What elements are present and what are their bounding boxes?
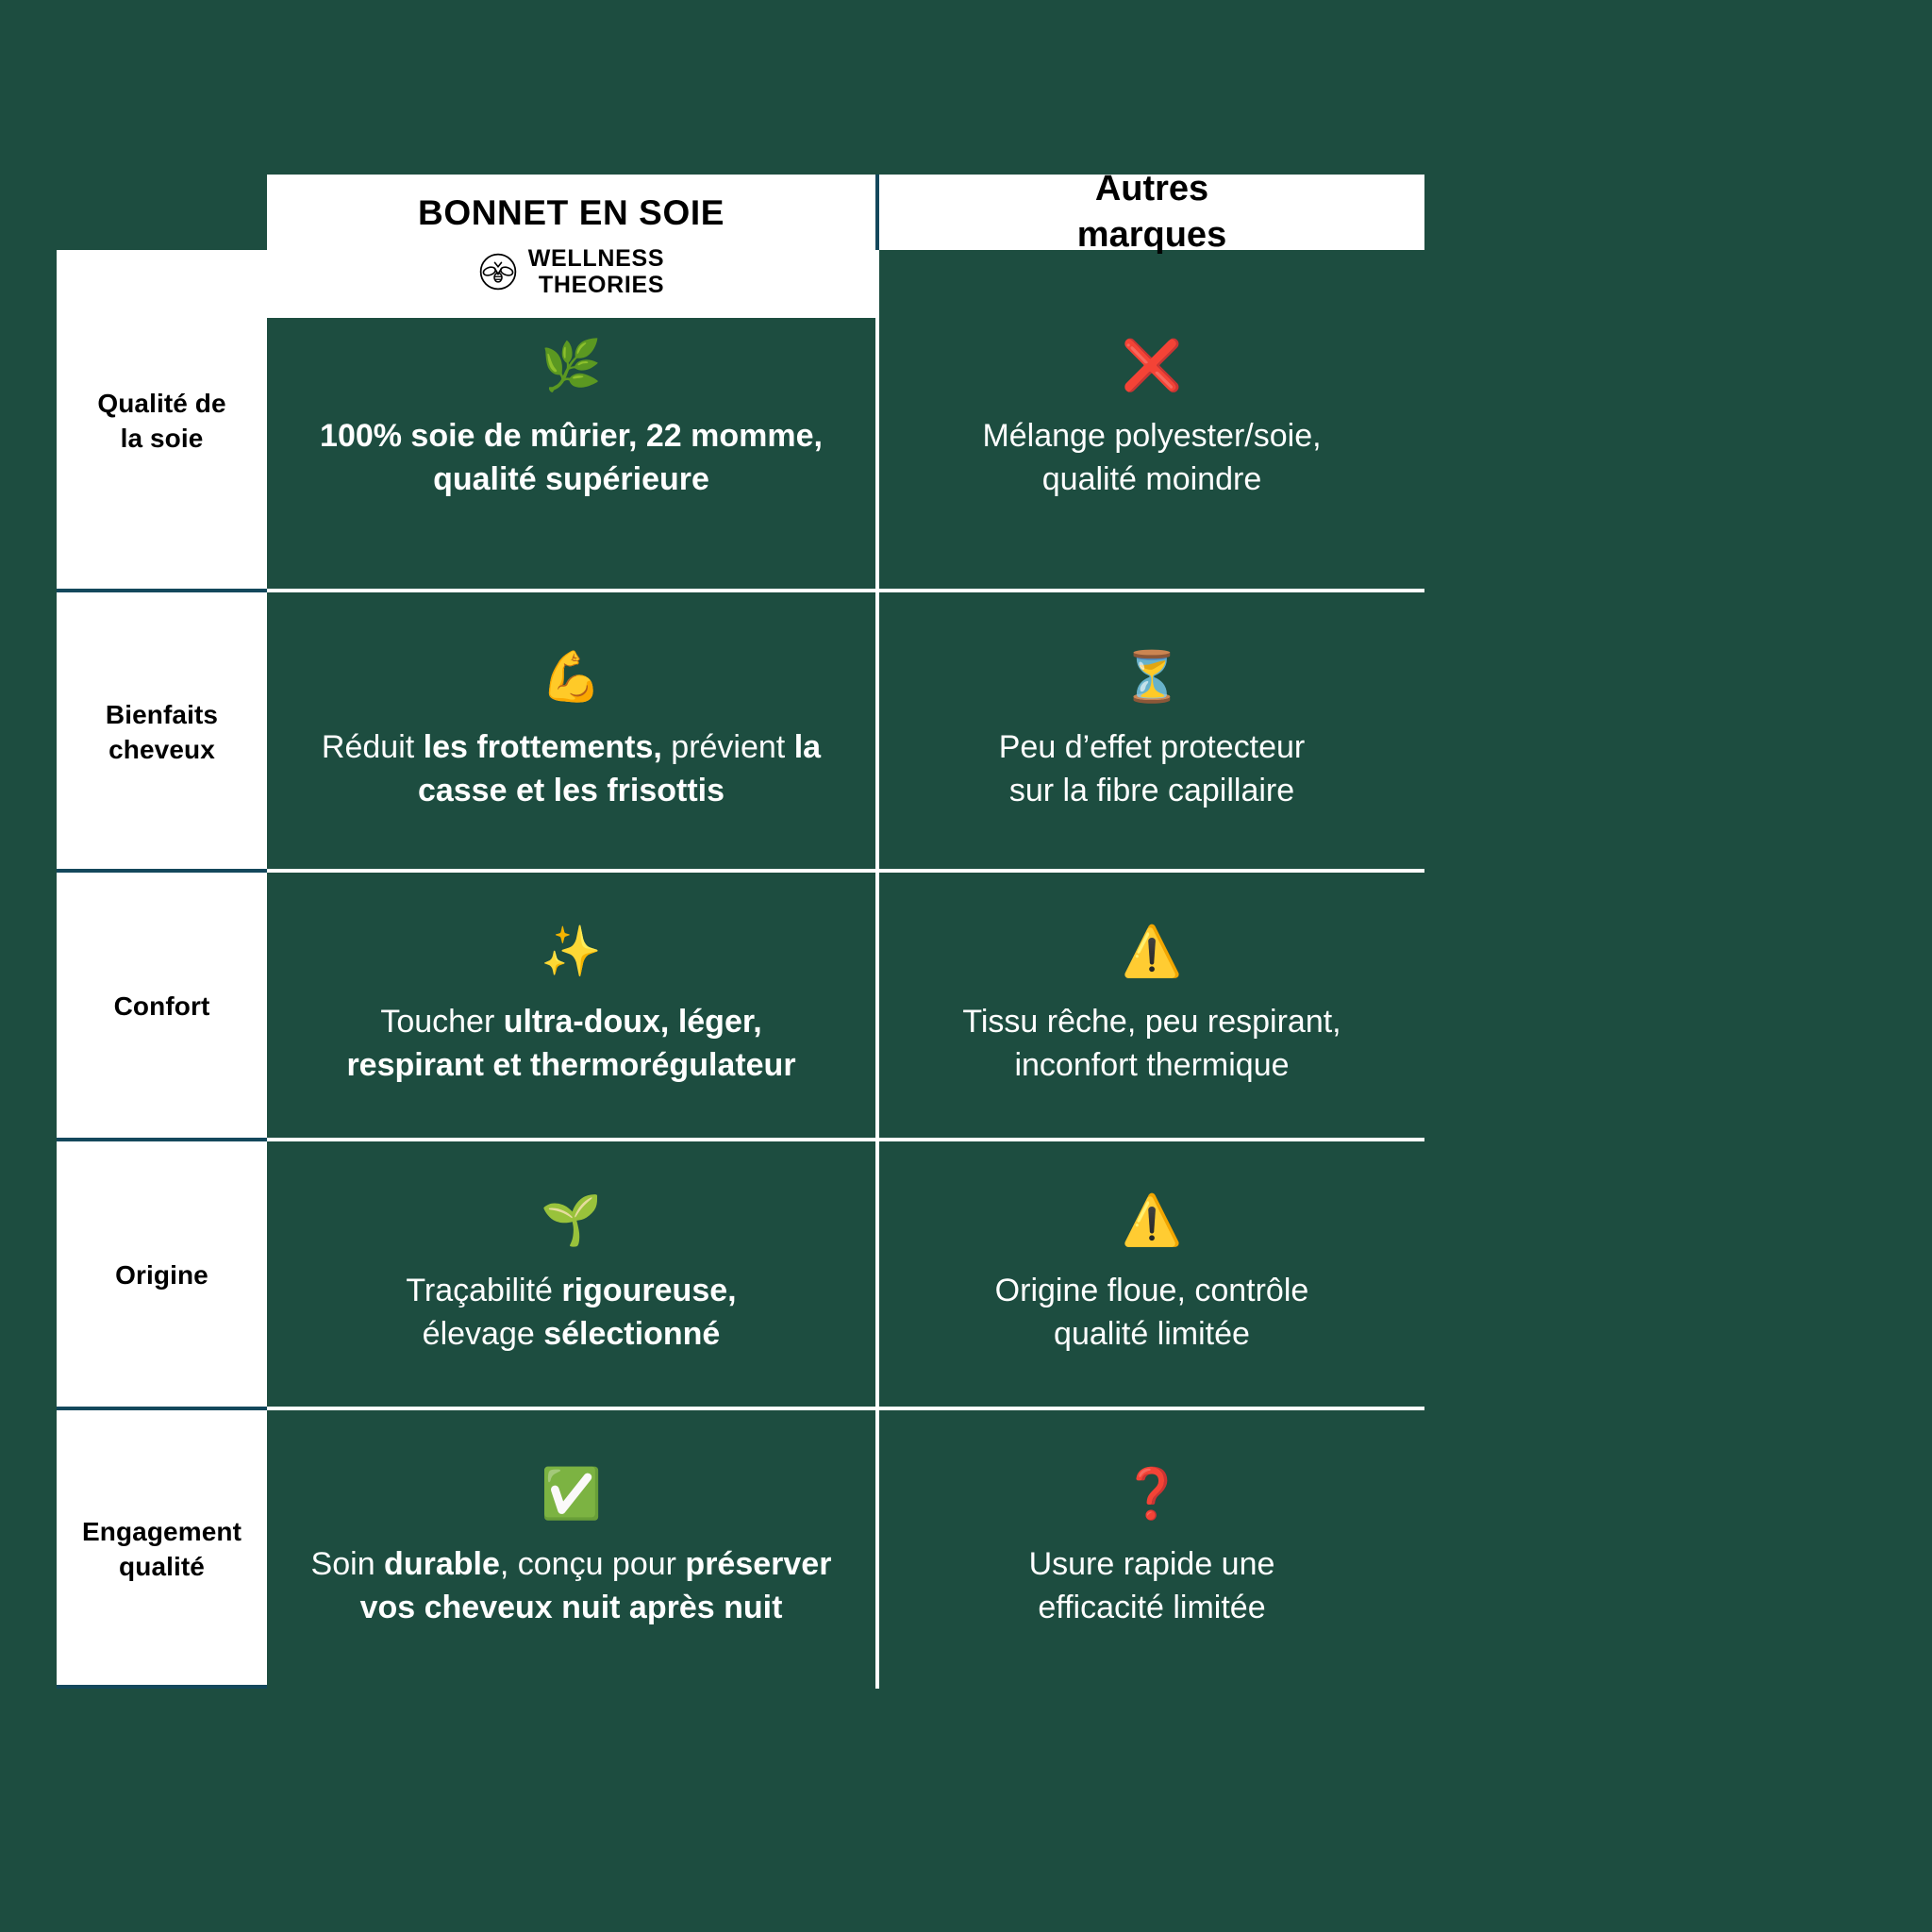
header-product-cell: BONNET EN SOIE WELLNESS THEORIES [267,175,875,318]
other-brands-cell: ⚠️ Tissu rêche, peu respirant,inconfort t… [879,873,1424,1141]
cross-mark-emoji: ❌ [1121,338,1183,393]
row-label-cell: Origine [57,1141,267,1410]
row-label-cell: Qualité de la soie [57,250,267,592]
header-product-title: BONNET EN SOIE [418,192,724,232]
label-row-divider [57,1685,267,1689]
header-other-title: Autres marques [1076,169,1227,255]
row-label-text: Qualité de la soie [97,389,226,453]
column-separator [875,250,879,1689]
row-label-text: Origine [115,1260,208,1291]
brand-wordmark: WELLNESS THEORIES [528,245,665,298]
bee-in-circle-logo-icon [478,252,518,291]
other-brands-cell-text: Tissu rêche, peu respirant,inconfort the… [962,1003,1341,1083]
seedling-emoji: 🌱 [541,1192,602,1248]
label-row-divider [57,589,267,592]
brand-line-2: THEORIES [538,272,665,299]
herb-emoji: 🌿 [541,338,602,393]
row-label-cell: Bienfaits cheveux [57,592,267,873]
row-label-text: Engagement qualité [81,1517,242,1581]
row-label-cell: Confort [57,873,267,1141]
label-row-divider [57,1138,267,1141]
header-column-divider [875,175,879,250]
brand-line-1: WELLNESS [527,245,665,273]
row-separator [267,1407,1424,1410]
row-label-text: Bienfaits cheveux [105,700,219,764]
flexed-biceps-emoji: 💪 [541,649,602,705]
product-cell: 🌱 Traçabilité rigoureuse,élevage sélectio… [267,1141,875,1410]
check-mark-button-emoji: ✅ [541,1466,602,1522]
row-separator [267,589,1424,592]
product-cell-text: 100% soie de mûrier, 22 momme,qualité su… [320,417,823,497]
product-cell-text: Toucher ultra-doux, léger,respirant et t… [346,1003,796,1083]
other-brands-cell-text: Mélange polyester/soie,qualité moindre [982,417,1322,497]
row-label-text: Confort [113,991,210,1022]
row-separator [267,869,1424,873]
row-label-cell: Engagement qualité [57,1410,267,1689]
brand-lockup: WELLNESS THEORIES [478,245,665,298]
sparkles-emoji: ✨ [541,924,602,979]
product-cell-text: Traçabilité rigoureuse,élevage sélection… [406,1272,737,1352]
row-separator [267,1138,1424,1141]
other-brands-cell: ❌ Mélange polyester/soie,qualité moindre [879,250,1424,592]
label-row-divider [57,869,267,873]
question-mark-emoji: ❓ [1121,1466,1183,1522]
header-other-cell: Autres marques [879,169,1424,255]
hourglass-emoji: ⏳ [1121,649,1183,705]
warning-emoji: ⚠️ [1121,1192,1183,1248]
label-row-divider [57,1407,267,1410]
product-cell: ✨ Toucher ultra-doux, léger,respirant et … [267,873,875,1141]
warning-emoji: ⚠️ [1121,924,1183,979]
